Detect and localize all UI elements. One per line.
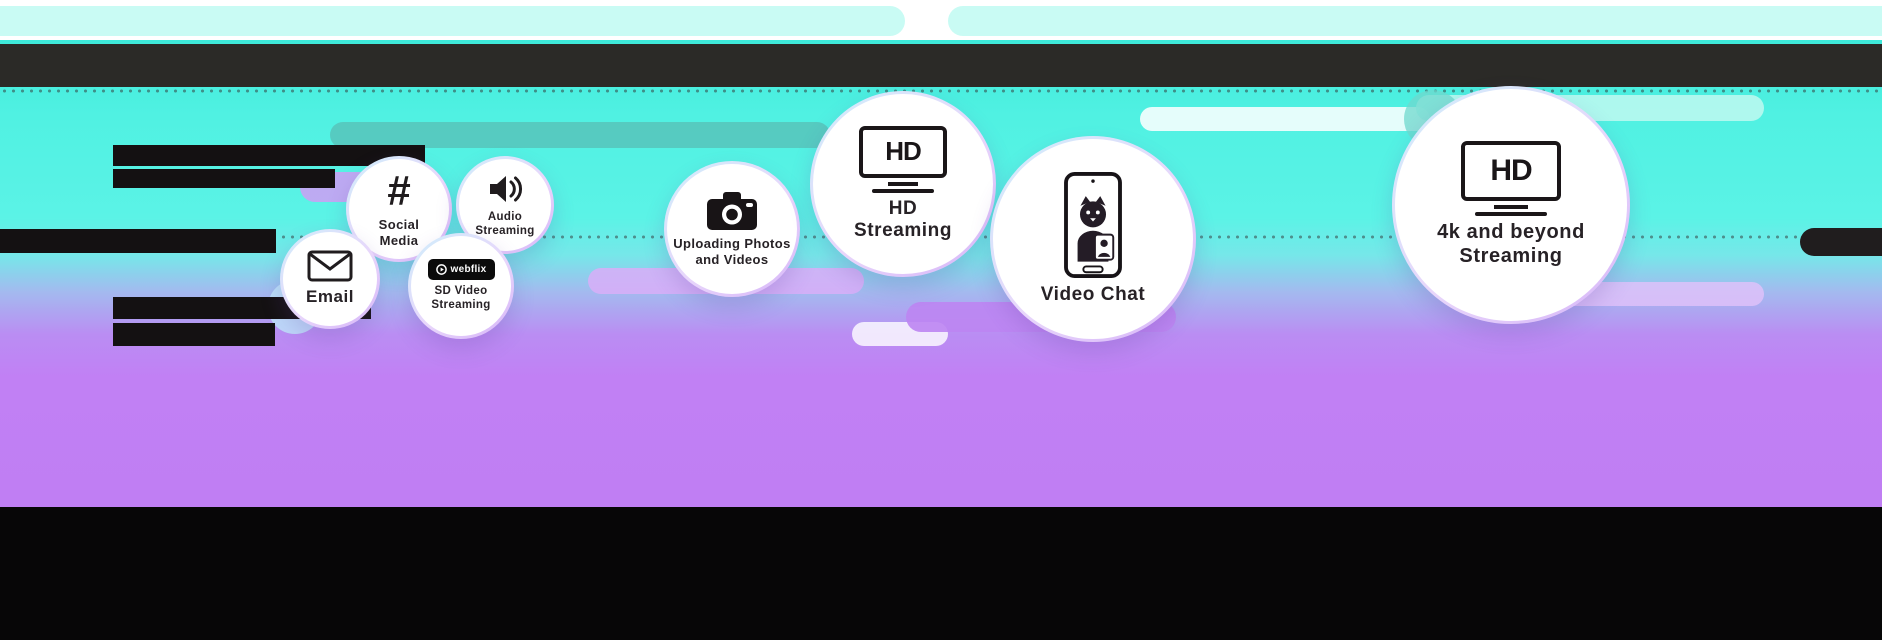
decorative-pill-white [1140,107,1430,131]
footer-bar [0,507,1882,640]
bubble-label-4k-streaming: 4k and beyond Streaming [1437,221,1585,267]
tv-stand-base [1475,212,1547,217]
bubble-audio-streaming: Audio Streaming [456,156,554,254]
caption-bar-tier2 [0,229,276,253]
camera-icon [707,192,757,231]
bubble-video-chat: Video Chat [990,136,1196,342]
bubble-uploading-photos-videos: Uploading Photos and Videos [664,161,800,297]
bubble-sd-video-streaming: webflix SD Video Streaming [408,233,514,339]
hd-logo-text: HD [885,136,922,167]
hd-logo-text: HD [1490,154,1532,188]
tv-screen: HD [1461,141,1561,202]
bubble-hd-streaming: HD HD Streaming [810,91,996,277]
speaker-icon [490,175,523,202]
contact-card-icon [1093,233,1115,261]
bubble-hd-streaming-body: HD HD Streaming [813,94,993,274]
play-circle-icon [435,264,447,276]
hd-tv-icon: HD [1461,141,1561,217]
webflix-badge-text: webflix [450,264,487,276]
bubble-uploading-photos-videos-body: Uploading Photos and Videos [667,164,797,294]
top-strip-pill-right [948,6,1882,36]
decorative-pill-teal [330,122,830,148]
caption-bar-tier1-line1 [113,145,425,166]
bubble-label-sd-video-streaming: SD Video Streaming [431,285,491,311]
bubble-label-uploading-photos-videos: Uploading Photos and Videos [673,236,791,267]
bubble-email-body: Email [283,232,377,326]
tv-stand-neck [888,181,918,186]
hd-tv-icon: HD [859,125,947,193]
tv-stand-base [872,188,934,193]
bubble-label-email: Email [306,287,354,307]
envelope-icon [307,250,353,282]
bubble-sd-video-streaming-body: webflix SD Video Streaming [411,236,511,336]
bubble-label-audio-streaming: Audio Streaming [475,210,535,237]
bubble-label-video-chat: Video Chat [1040,284,1146,306]
caption-bar-tier3-line2 [113,323,275,346]
top-strip-pill-left [0,6,905,36]
header-bar [0,44,1882,87]
video-chat-phone-icon [1064,172,1122,279]
tv-stand-neck [1494,205,1528,210]
dotted-divider-top [0,89,1882,93]
bubble-video-chat-body: Video Chat [993,139,1193,339]
webflix-badge-icon: webflix [427,259,495,281]
bubble-label-hd-streaming: HD Streaming [853,197,953,241]
bubble-label-social-media: Social Media [378,217,420,248]
hashtag-icon: # [387,167,411,215]
bubble-4k-streaming: HD 4k and beyond Streaming [1392,86,1630,324]
tv-screen: HD [859,125,947,178]
bubble-4k-streaming-body: HD 4k and beyond Streaming [1395,89,1627,321]
decorative-pill-dark-right [1800,228,1882,256]
bubble-email: Email [280,229,380,329]
caption-bar-tier1-line2 [113,169,335,188]
